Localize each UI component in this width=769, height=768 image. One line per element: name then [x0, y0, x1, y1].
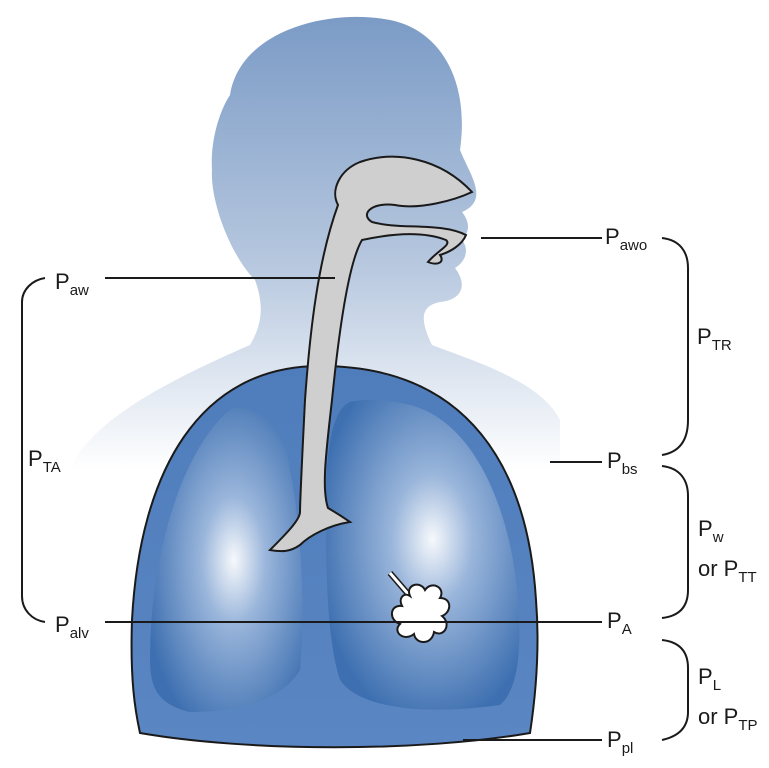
p-l-brace: [662, 640, 688, 740]
p-tr-brace: [662, 238, 688, 455]
label-p-l-alt: or PTP: [698, 704, 758, 734]
label-p-awo: Pawo: [605, 224, 647, 254]
label-p-alv: Palv: [55, 612, 89, 642]
label-p-l: PL: [698, 664, 721, 694]
label-p-a: PA: [607, 608, 632, 638]
p-w-brace: [662, 466, 688, 618]
label-p-w-alt: or PTT: [698, 556, 757, 586]
label-p-aw: Paw: [55, 269, 89, 299]
label-p-bs: Pbs: [607, 448, 638, 478]
label-p-tr: PTR: [697, 324, 732, 354]
label-p-pl: Ppl: [607, 727, 633, 757]
label-p-ta: PTA: [28, 446, 61, 476]
label-p-w: Pw: [698, 516, 724, 546]
